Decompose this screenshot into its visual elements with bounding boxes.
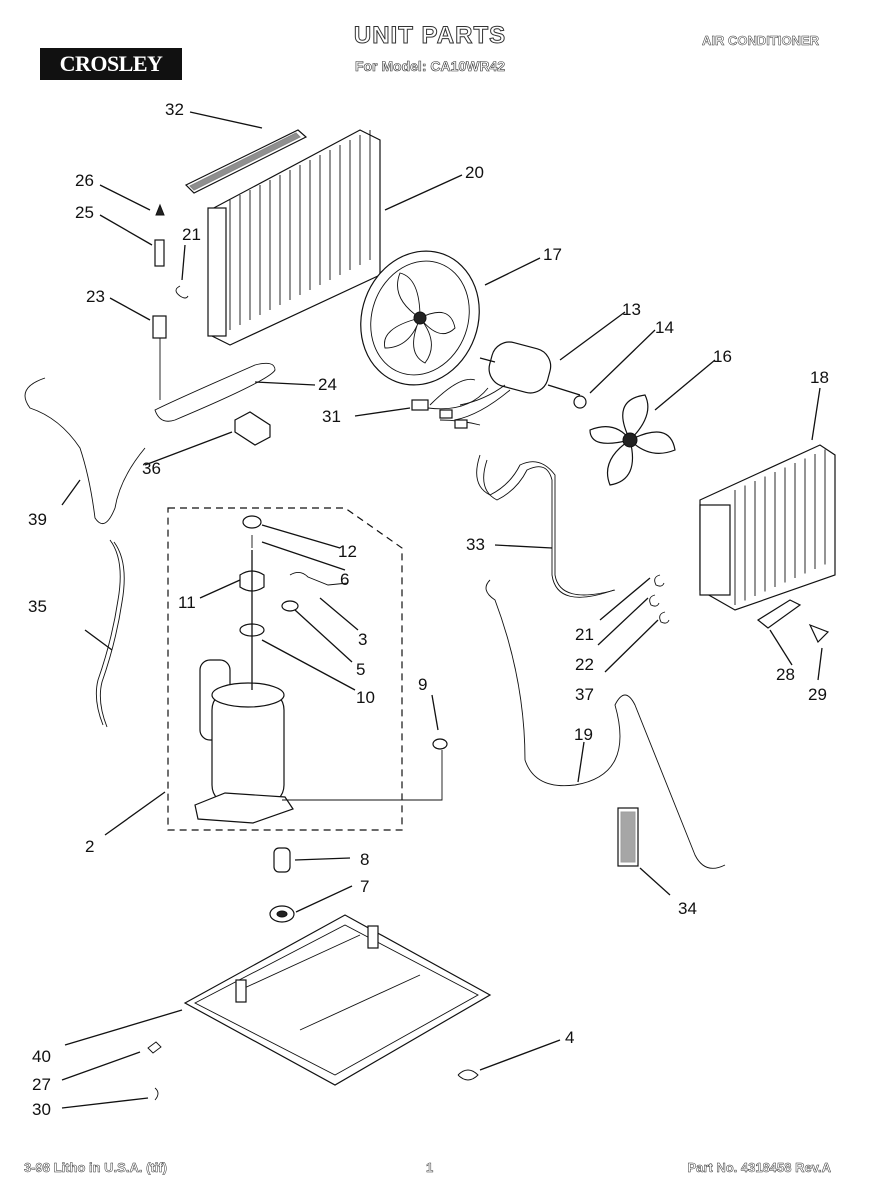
callout-8: 8 [360, 850, 369, 869]
callout-18: 18 [810, 368, 829, 387]
part-suction-tube [485, 579, 726, 869]
callout-9: 9 [418, 675, 427, 694]
brand-logo: CROSLEY [40, 48, 182, 80]
callout-34: 34 [678, 899, 697, 918]
part-filter-strip [617, 807, 639, 867]
part-foam-strip [184, 129, 308, 194]
callout-26: 26 [75, 171, 94, 190]
callout-39: 39 [28, 510, 47, 529]
callout-11: 11 [178, 593, 196, 612]
callout-35: 35 [28, 597, 47, 616]
callout-32: 32 [165, 100, 184, 119]
part-base-pan [183, 914, 492, 1086]
part-clip-30 [154, 1087, 159, 1101]
part-capillary-tube [154, 362, 276, 422]
part-clip-4 [457, 1069, 479, 1081]
part-compressor [194, 515, 349, 824]
part-bracket [756, 599, 802, 629]
callout-21: 21 [182, 225, 201, 244]
callout-36: 36 [142, 459, 161, 478]
part-wire [95, 539, 121, 726]
callout-16: 16 [713, 347, 732, 366]
leader-lines [61, 111, 823, 1109]
part-foam-block [234, 411, 271, 446]
model-subtitle: For Model: CA10WR42 [354, 58, 506, 75]
callout-5: 5 [356, 660, 365, 679]
footer-part-number: Part No. 4318458 Rev.A [687, 1160, 831, 1176]
page-title: UNIT PARTS [353, 22, 507, 50]
callout-22: 22 [575, 655, 594, 674]
callout-24: 24 [318, 375, 337, 394]
callout-19: 19 [574, 725, 593, 744]
callout-40: 40 [32, 1047, 51, 1066]
part-nut [573, 395, 587, 409]
part-mount-sleeve [273, 847, 291, 873]
compressor-assembly-box [167, 507, 403, 831]
callout-28: 28 [776, 665, 795, 684]
callout-labels: 3226252120171314161823243136393312611351… [28, 100, 829, 1119]
part-fan-motor [454, 341, 581, 421]
callout-7: 7 [360, 877, 369, 896]
callout-12: 12 [338, 542, 357, 561]
part-drain-tube [24, 377, 146, 525]
callout-14: 14 [655, 318, 674, 337]
callout-27: 27 [32, 1075, 51, 1094]
callout-23: 23 [86, 287, 105, 306]
callout-4: 4 [565, 1028, 574, 1047]
callout-20: 20 [465, 163, 484, 182]
part-clip-22 [649, 594, 660, 607]
callout-17: 17 [543, 245, 562, 264]
callout-13: 13 [622, 300, 641, 319]
callout-31: 31 [322, 407, 341, 426]
part-screw-29 [808, 623, 830, 644]
part-clip-21 [654, 574, 665, 587]
part-condenser-coil [699, 444, 836, 611]
callout-6: 6 [340, 570, 349, 589]
callout-2: 2 [85, 837, 94, 856]
part-fan-shroud [360, 250, 480, 386]
part-thermostat-bulb [152, 203, 167, 400]
callout-30: 30 [32, 1100, 51, 1119]
footer-page-number: 1 [426, 1160, 434, 1176]
product-category: AIR CONDITIONER [702, 33, 820, 49]
callout-10: 10 [356, 688, 375, 707]
callout-37: 37 [575, 685, 594, 704]
part-screw-27 [147, 1041, 162, 1054]
part-grommet-9 [432, 738, 448, 750]
callout-25: 25 [75, 203, 94, 222]
callout-29: 29 [808, 685, 827, 704]
part-clip-37 [659, 611, 670, 624]
callout-3: 3 [358, 630, 367, 649]
part-fan-blade [589, 394, 676, 486]
part-wire-harness [411, 378, 489, 429]
callout-21: 21 [575, 625, 594, 644]
callout-33: 33 [466, 535, 485, 554]
part-discharge-tube [476, 454, 616, 596]
part-clip [175, 285, 189, 299]
footer-litho: 3-98 Litho in U.S.A. (tif) [24, 1160, 168, 1176]
